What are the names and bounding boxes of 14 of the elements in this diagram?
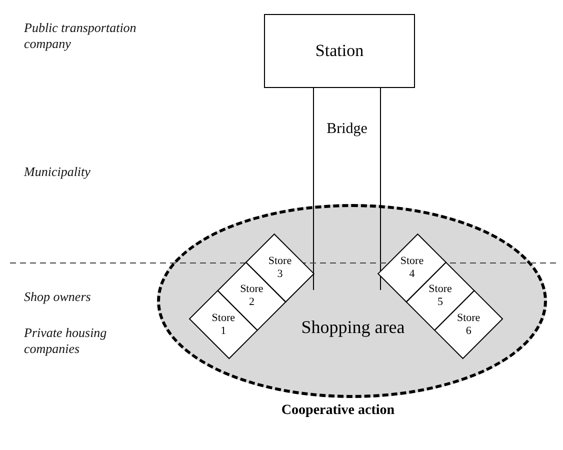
store-label: Store 6 xyxy=(454,310,484,339)
side-label: Shop owners xyxy=(24,289,92,305)
store-label: Store 2 xyxy=(236,282,267,310)
shopping-area-label: Shopping area xyxy=(300,317,406,338)
store-label: Store 1 xyxy=(208,310,238,339)
side-label: Public transportation company xyxy=(24,20,138,52)
station-box: Station xyxy=(264,14,415,88)
caption: Cooperative action xyxy=(280,403,396,419)
store-label: Store 4 xyxy=(397,254,427,282)
store-label: Store 3 xyxy=(265,254,295,282)
bridge-label: Bridge xyxy=(326,121,368,138)
store-label: Store 5 xyxy=(425,282,456,310)
side-label: Private housing companies xyxy=(24,325,108,357)
side-label: Municipality xyxy=(24,164,92,180)
